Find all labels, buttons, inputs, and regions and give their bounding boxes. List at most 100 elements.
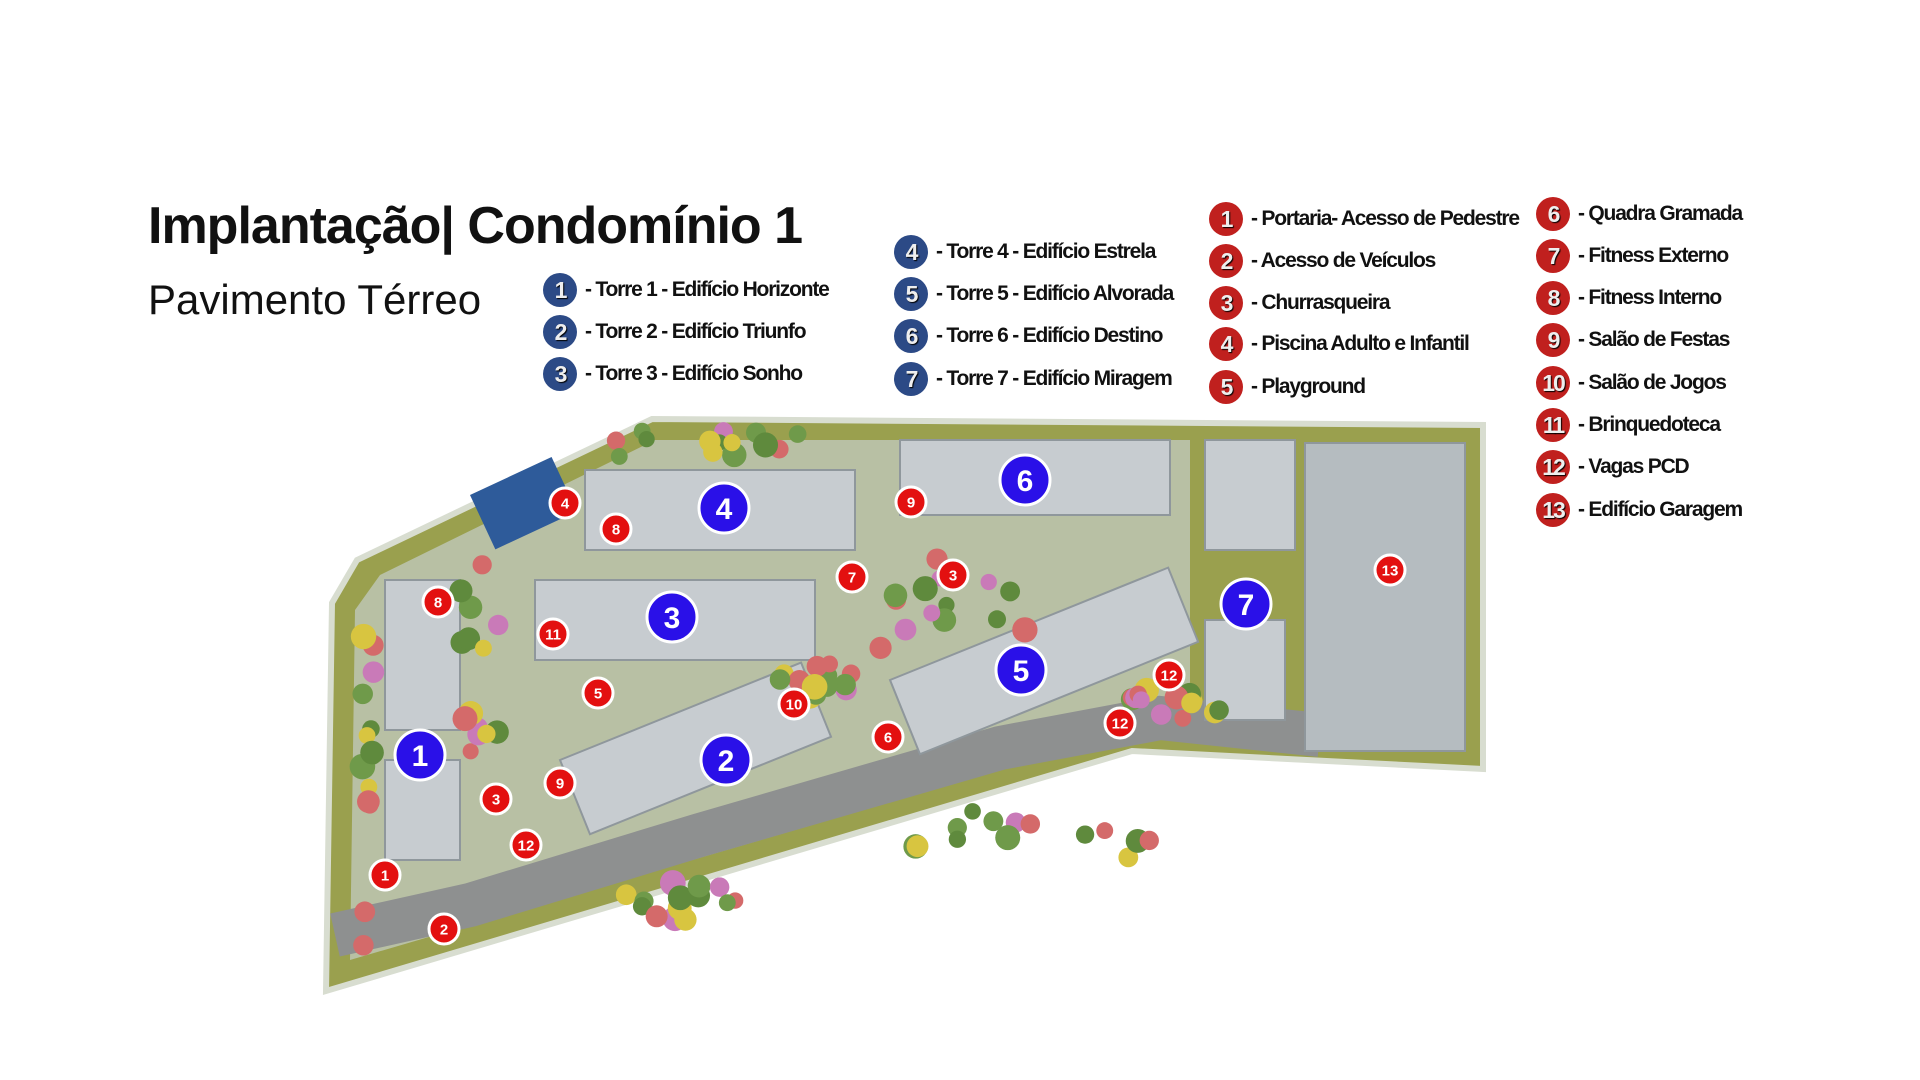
tree: [449, 579, 473, 603]
tower-number-badge: 3: [543, 357, 577, 391]
amenity-number-badge: 6: [1536, 197, 1570, 231]
tree: [477, 724, 496, 744]
amenity-marker[interactable]: 3: [936, 558, 970, 592]
tower-marker[interactable]: 4: [697, 481, 751, 535]
tower-marker-circle: [994, 643, 1048, 697]
tower-marker[interactable]: 5: [994, 643, 1048, 697]
tower-legend-item: 4- Torre 4 - Edifício Estrela: [894, 235, 1156, 269]
tree: [610, 448, 628, 465]
tower-marker-circle: [998, 453, 1052, 507]
amenity-number-badge: 7: [1536, 239, 1570, 273]
amenity-marker-label: 4: [561, 495, 570, 512]
amenity-marker[interactable]: 12: [1103, 706, 1137, 740]
tower-marker-circle: [699, 733, 753, 787]
amenity-marker-circle: [1103, 706, 1137, 740]
amenity-marker-label: 3: [949, 567, 957, 584]
tower-marker-label: 1: [412, 740, 429, 773]
amenity-legend-item: 8- Fitness Interno: [1536, 281, 1722, 315]
amenity-marker[interactable]: 10: [777, 687, 811, 721]
tree: [980, 573, 997, 591]
amenity-marker-label: 6: [884, 729, 892, 746]
tree: [352, 683, 373, 705]
swimming-pool: [469, 456, 577, 550]
tree: [357, 790, 380, 813]
tower-legend-label: - Torre 4 - Edifício Estrela: [936, 240, 1156, 263]
amenity-marker-label: 9: [556, 775, 564, 792]
tree: [457, 627, 481, 651]
tree: [1150, 704, 1172, 725]
amenity-marker[interactable]: 5: [581, 676, 615, 710]
amenity-marker-circle: [421, 585, 455, 619]
tower-marker[interactable]: 6: [998, 453, 1052, 507]
amenity-number-badge: 3: [1209, 286, 1243, 320]
amenity-legend-item: 1- Portaria- Acesso de Pedestre: [1209, 202, 1520, 236]
tree: [801, 674, 828, 700]
tree: [1000, 581, 1021, 602]
tower-marker[interactable]: 2: [699, 733, 753, 787]
tower-number-badge: 6: [894, 319, 928, 353]
tree: [474, 639, 492, 657]
amenity-marker[interactable]: 6: [871, 720, 905, 754]
amenity-marker[interactable]: 12: [1152, 658, 1186, 692]
amenity-number-badge: 11: [1536, 408, 1570, 442]
amenity-marker-label: 12: [1112, 715, 1129, 732]
amenity-marker[interactable]: 7: [835, 560, 869, 594]
amenity-marker-label: 3: [492, 791, 500, 808]
amenity-marker-label: 2: [440, 921, 448, 938]
amenity-marker-circle: [536, 617, 570, 651]
amenity-marker[interactable]: 3: [479, 782, 513, 816]
amenity-marker-circle: [871, 720, 905, 754]
amenity-legend-item: 13- Edifício Garagem: [1536, 493, 1743, 527]
amenity-marker-label: 9: [907, 494, 915, 511]
amenity-marker[interactable]: 12: [509, 828, 543, 862]
tree: [912, 576, 938, 602]
amenity-marker-circle: [368, 858, 402, 892]
amenity-marker[interactable]: 11: [536, 617, 570, 651]
amenity-number-badge: 10: [1536, 366, 1570, 400]
tower-marker-label: 2: [718, 745, 735, 778]
amenity-marker[interactable]: 2: [427, 912, 461, 946]
amenity-legend-label: - Portaria- Acesso de Pedestre: [1251, 207, 1520, 230]
amenity-marker[interactable]: 13: [1373, 553, 1407, 587]
amenity-marker[interactable]: 8: [599, 512, 633, 546]
amenity-marker[interactable]: 9: [543, 766, 577, 800]
amenity-marker-circle: [543, 766, 577, 800]
tree: [723, 434, 741, 452]
tower-marker[interactable]: 1: [393, 728, 447, 782]
tree: [1020, 814, 1041, 834]
amenity-marker[interactable]: 4: [548, 486, 582, 520]
tree: [948, 830, 967, 848]
tree: [834, 673, 856, 696]
tower-marker[interactable]: 3: [645, 590, 699, 644]
tree: [452, 706, 478, 732]
tower-marker[interactable]: 7: [1219, 577, 1273, 631]
amenity-marker-label: 12: [1161, 667, 1178, 684]
tower-legend-item: 5- Torre 5 - Edifício Alvorada: [894, 277, 1174, 311]
tower-legend-item: 3- Torre 3 - Edifício Sonho: [543, 357, 803, 391]
tower-marker-label: 6: [1017, 465, 1034, 498]
tree: [350, 623, 377, 650]
tree: [869, 636, 892, 659]
amenity-marker-circle: [1373, 553, 1407, 587]
amenity-legend-label: - Brinquedoteca: [1578, 413, 1721, 436]
tower-legend-label: - Torre 5 - Edifício Alvorada: [936, 282, 1174, 305]
amenity-marker-label: 8: [434, 594, 442, 611]
amenity-marker-circle: [581, 676, 615, 710]
amenity-marker[interactable]: 9: [894, 485, 928, 519]
amenity-legend-item: 9- Salão de Festas: [1536, 323, 1730, 357]
amenity-number-badge: 4: [1209, 327, 1243, 361]
tree: [488, 614, 509, 636]
amenity-marker[interactable]: 1: [368, 858, 402, 892]
amenity-number-badge: 13: [1536, 493, 1570, 527]
amenity-marker[interactable]: 8: [421, 585, 455, 619]
tower-marker-circle: [1219, 577, 1273, 631]
tree: [687, 874, 711, 898]
tree: [1181, 692, 1202, 714]
tree: [615, 884, 637, 906]
tower-legend-item: 2- Torre 2 - Edifício Triunfo: [543, 315, 807, 349]
amenity-legend-item: 7- Fitness Externo: [1536, 239, 1729, 273]
tower-building: [1204, 439, 1296, 551]
tree: [709, 877, 730, 897]
tree: [699, 430, 721, 453]
amenity-number-badge: 9: [1536, 323, 1570, 357]
